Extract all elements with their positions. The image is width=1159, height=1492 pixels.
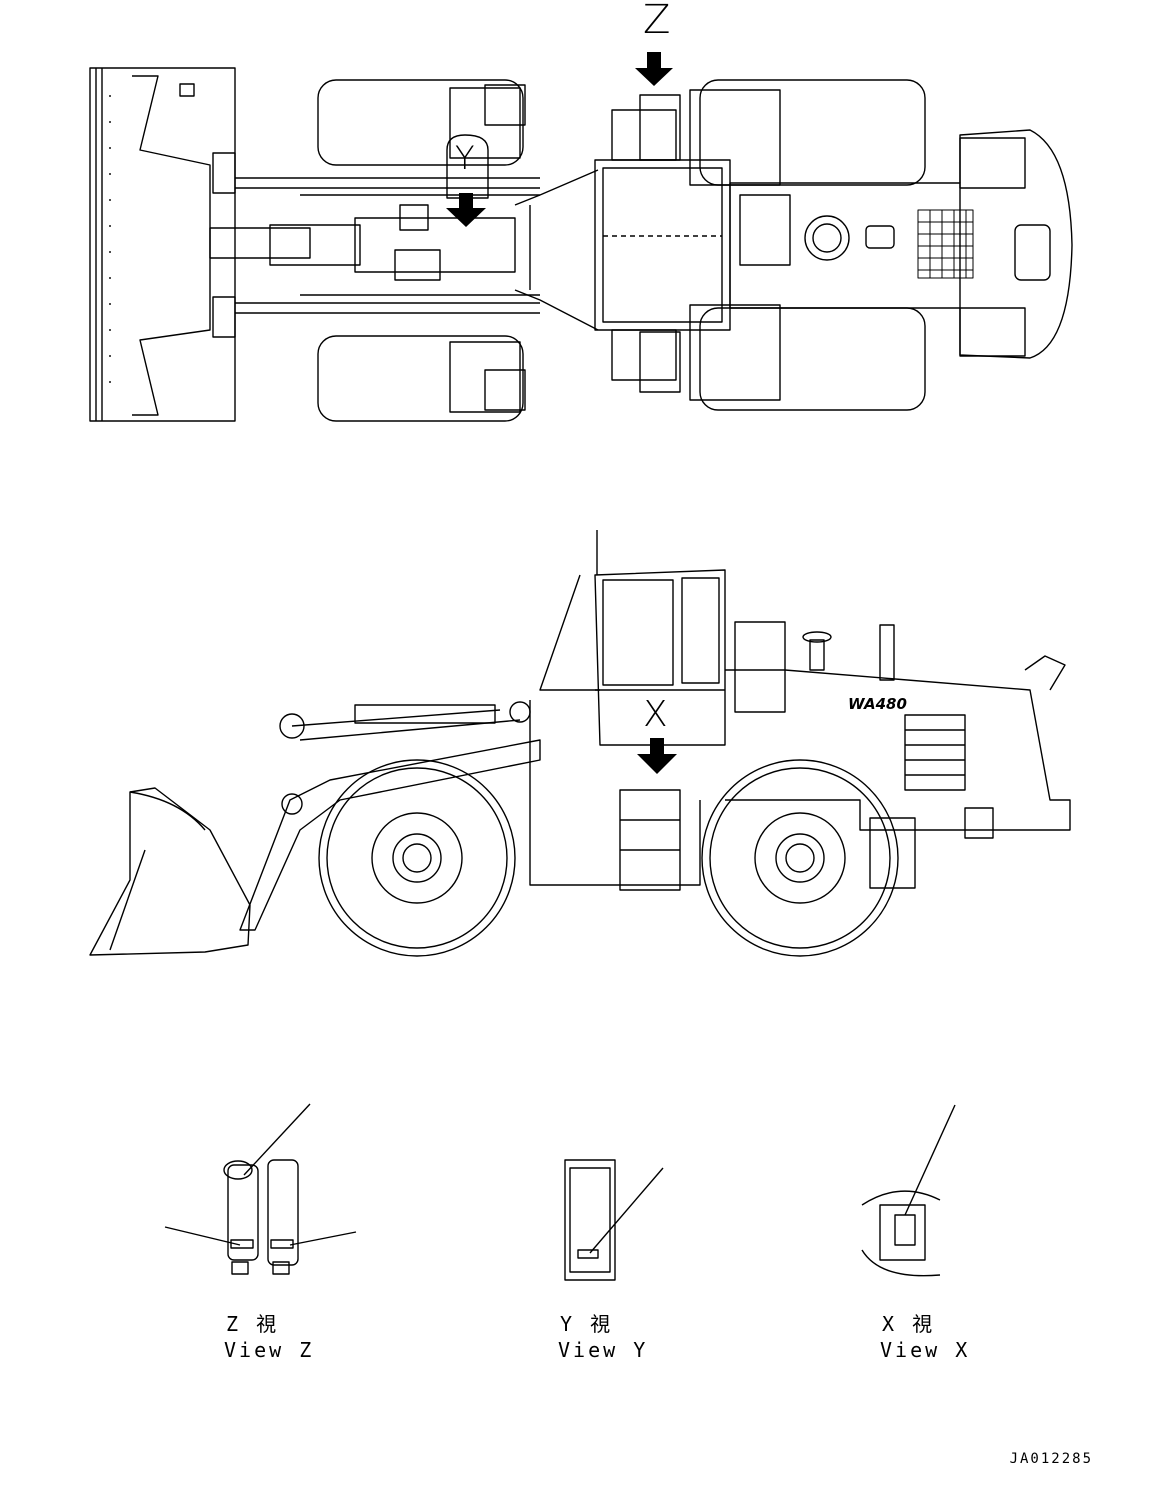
marker-y-label: Y: [455, 139, 475, 177]
arrow-z: [635, 52, 673, 86]
arrow-x: [637, 738, 677, 774]
top-bucket: [89, 67, 236, 422]
model-label: WA480: [848, 695, 907, 713]
detail-view-y: [564, 1159, 664, 1281]
detail-view-z: [164, 1103, 357, 1275]
side-rear-wheel: [701, 759, 899, 957]
detail-view-x: [861, 1104, 956, 1277]
top-counterweight: [959, 129, 1073, 359]
side-engine-hood: [725, 669, 1071, 831]
view-y-caption-en: View Y: [558, 1338, 649, 1362]
arrow-y: [446, 193, 486, 227]
view-x-caption-jp: X 視: [882, 1312, 936, 1336]
marker-z-label: Z: [643, 0, 671, 43]
view-z-caption-jp: Z 視: [226, 1312, 280, 1336]
side-cab: [594, 569, 726, 746]
side-view: [89, 530, 1071, 957]
top-rear-tire-upper: [699, 79, 926, 186]
marker-x-label: X: [643, 694, 668, 735]
view-y-caption-jp: Y 視: [560, 1312, 614, 1336]
top-front-tire-lower: [317, 335, 524, 422]
top-front-tire-upper: [317, 79, 524, 166]
side-boom: [239, 739, 541, 931]
top-radiator-grille: [917, 209, 974, 279]
marker-y-balloon: [446, 134, 489, 199]
view-z-caption-en: View Z: [224, 1338, 315, 1362]
top-rear-tire-lower: [699, 307, 926, 411]
document-id: JA012285: [1009, 1451, 1093, 1467]
side-bucket: [89, 787, 251, 956]
top-view: [89, 67, 1073, 422]
view-x-caption-en: View X: [880, 1338, 971, 1362]
side-front-wheel: [318, 759, 516, 957]
